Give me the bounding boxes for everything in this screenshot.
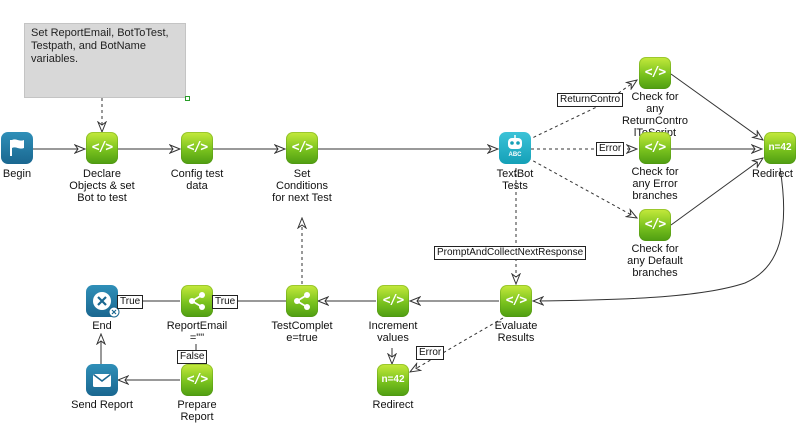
edge-label-true-testcomplete: True xyxy=(212,295,239,309)
close-badge-icon xyxy=(108,306,120,318)
close-circle-icon xyxy=(93,292,111,310)
flag-icon xyxy=(10,139,24,156)
check-error-label: Check for any Error branches xyxy=(631,166,679,202)
send-report-label: Send Report xyxy=(71,399,133,411)
end-node[interactable] xyxy=(86,285,120,318)
prepare-report-label: Prepare Report xyxy=(177,399,217,423)
share-icon xyxy=(189,292,205,310)
edge-checkreturn-redirect xyxy=(670,73,763,140)
redirect-top-label: Redirect xyxy=(752,168,793,180)
code-icon: </> xyxy=(291,140,313,155)
begin-label: Begin xyxy=(2,168,32,180)
edge-textbot-checkreturn xyxy=(527,80,637,141)
edge-label-error-bottom: Error xyxy=(416,346,445,360)
textbot-badge: ABC xyxy=(508,152,522,158)
increment-node[interactable]: </> xyxy=(377,285,409,317)
config-node[interactable]: </> xyxy=(181,132,213,164)
config-label: Config test data xyxy=(170,168,224,192)
code-icon: </> xyxy=(186,140,208,155)
edge-label-prompt: PromptAndCollectNextResponse xyxy=(434,246,587,260)
code-icon: </> xyxy=(644,217,666,232)
check-default-node[interactable]: </> xyxy=(639,209,671,241)
declare-label: Declare Objects & set Bot to test xyxy=(69,168,135,204)
code-icon: </> xyxy=(644,65,666,80)
set-conditions-node[interactable]: </> xyxy=(286,132,318,164)
report-email-label: ReportEmail ="" xyxy=(166,320,228,344)
increment-label: Increment values xyxy=(368,320,418,344)
report-email-node[interactable] xyxy=(181,285,213,317)
set-conditions-label: Set Conditions for next Test xyxy=(272,168,332,204)
edge-label-error-top: Error xyxy=(596,142,625,156)
edge-label-true-reportemail: True xyxy=(117,295,144,309)
edge-redirect-evaluate xyxy=(533,167,785,301)
textbot-label: TextBot Tests xyxy=(496,168,534,192)
edge-label-false-reportemail: False xyxy=(177,350,208,364)
evaluate-label: Evaluate Results xyxy=(494,320,538,344)
send-report-node[interactable] xyxy=(86,364,118,396)
code-icon: </> xyxy=(382,293,404,308)
edge-checkdefault-redirect xyxy=(670,158,763,226)
redirect-bottom-label: Redirect xyxy=(372,399,414,411)
test-complete-node[interactable] xyxy=(286,285,318,317)
prepare-report-node[interactable]: </> xyxy=(181,364,213,396)
envelope-icon xyxy=(93,373,111,387)
redirect-icon: n=42 xyxy=(768,142,792,153)
robot-icon xyxy=(508,135,522,149)
code-icon: </> xyxy=(505,293,527,308)
code-icon: </> xyxy=(186,372,208,387)
redirect-icon: n=42 xyxy=(381,374,405,385)
check-default-label: Check for any Default branches xyxy=(627,243,683,279)
note-resize-handle[interactable] xyxy=(185,96,190,101)
edge-label-return-control: ReturnContro xyxy=(557,93,624,107)
redirect-bottom-node[interactable]: n=42 xyxy=(377,364,409,396)
code-icon: </> xyxy=(91,140,113,155)
redirect-top-node[interactable]: n=42 xyxy=(764,132,796,164)
edge-textbot-checkdefault xyxy=(527,157,637,218)
test-complete-label: TestComplet e=true xyxy=(271,320,333,344)
textbot-node[interactable]: ABC xyxy=(499,132,531,164)
check-return-node[interactable]: </> xyxy=(639,57,671,89)
comment-note[interactable]: Set ReportEmail, BotToTest, Testpath, an… xyxy=(24,23,186,98)
check-error-node[interactable]: </> xyxy=(639,132,671,164)
begin-node[interactable] xyxy=(1,132,33,164)
declare-node[interactable]: </> xyxy=(86,132,118,164)
code-icon: </> xyxy=(644,140,666,155)
share-icon xyxy=(294,292,310,310)
evaluate-node[interactable]: </> xyxy=(500,285,532,317)
end-label: End xyxy=(92,320,112,332)
